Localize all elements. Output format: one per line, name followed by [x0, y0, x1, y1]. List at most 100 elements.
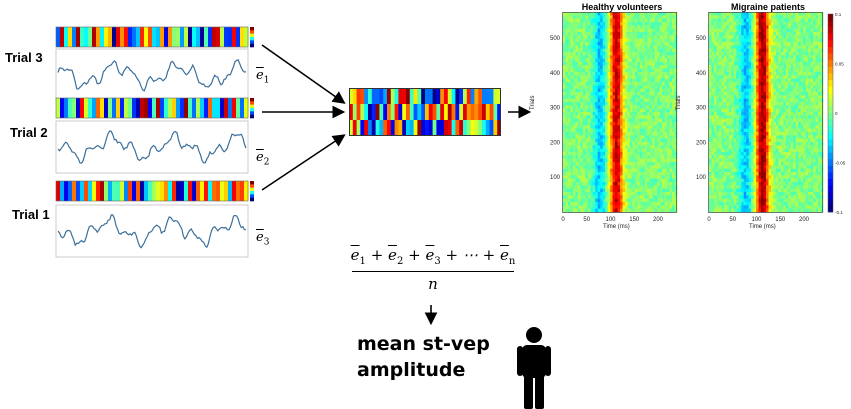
heatmap-cell — [615, 45, 618, 50]
heatmap-cell — [778, 108, 782, 113]
heatmap-cell — [575, 62, 579, 66]
heatmap-cell — [624, 72, 628, 76]
heatmap-cell — [713, 42, 717, 46]
heatmap-cell — [808, 88, 812, 93]
heatmap-cell — [798, 102, 802, 106]
heatmap-cell — [743, 105, 747, 110]
heatmap-cell — [637, 185, 641, 190]
heatmap-cell — [768, 115, 772, 120]
heatmap-cell — [808, 145, 812, 150]
heatmap-cell — [580, 125, 584, 130]
heatmap-cell — [674, 148, 678, 153]
heatmap-cell — [632, 202, 636, 206]
heatmap-cell — [637, 85, 641, 90]
strip-cell — [184, 27, 189, 47]
heatmap-cell — [664, 22, 668, 26]
heatmap-cell — [565, 75, 569, 80]
stack-cell — [413, 120, 418, 136]
heatmap-cell — [600, 58, 604, 63]
heatmap-cell — [775, 95, 779, 100]
heatmap-cell — [567, 135, 571, 140]
heatmap-cell — [585, 112, 589, 116]
heatmap-cell — [728, 98, 732, 103]
heatmap-cell — [639, 168, 643, 173]
heatmap-cell — [723, 45, 727, 50]
heatmap-cell — [563, 22, 566, 26]
heatmap-cell — [605, 15, 609, 20]
heatmap-cell — [738, 65, 742, 70]
heatmap-cell — [770, 22, 774, 26]
heatmap-cell — [582, 55, 586, 60]
heatmap-cell — [652, 165, 656, 170]
heatmap-cell — [585, 178, 589, 183]
heatmap-cell — [820, 115, 824, 120]
heatmap-cell — [580, 28, 584, 33]
heatmap-cell — [565, 145, 569, 150]
heatmap-cell — [778, 72, 782, 76]
heatmap-cell — [770, 25, 774, 30]
heatmap-cell — [585, 42, 589, 46]
heatmap-cell — [758, 42, 762, 46]
heatmap-cell — [649, 115, 653, 120]
heatmap-cell — [674, 88, 678, 93]
heatmap-cell — [813, 98, 816, 103]
heatmap-cell — [654, 185, 658, 190]
heatmap-cell — [580, 22, 584, 26]
heatmap-cell — [615, 135, 618, 140]
heatmap-cell — [612, 118, 616, 123]
heatmap-cell — [622, 158, 626, 163]
heatmap-cell — [756, 92, 759, 96]
heatmap-cell — [567, 165, 571, 170]
heatmap-cell — [669, 135, 673, 140]
heatmap-cell — [647, 58, 651, 63]
heatmap-cell — [567, 82, 571, 86]
heatmap-cell — [778, 15, 782, 20]
heatmap-cell — [624, 32, 628, 36]
heatmap-cell — [587, 205, 591, 210]
heatmap-cell — [711, 148, 715, 153]
heatmap-cell — [743, 135, 747, 140]
heatmap-cell — [572, 112, 576, 116]
heatmap-cell — [723, 75, 727, 80]
heatmap-cell — [726, 25, 730, 30]
heatmap-cell — [607, 85, 611, 90]
heatmap-cell — [662, 165, 666, 170]
heatmap-cell — [572, 92, 576, 96]
heatmap-cell — [570, 28, 574, 33]
heatmap-cell — [733, 112, 737, 116]
stack-cell — [474, 120, 479, 136]
heatmap-cell — [654, 82, 658, 86]
heatmap-cell — [622, 15, 626, 20]
heatmap-cell — [602, 92, 606, 96]
heatmap-cell — [738, 115, 742, 120]
heatmap-cell — [637, 68, 641, 73]
heatmap-cell — [590, 135, 594, 140]
heatmap-cell — [748, 122, 752, 126]
heatmap-cell — [748, 78, 752, 83]
heatmap-cell — [572, 65, 576, 70]
heatmap-cell — [563, 28, 566, 33]
heatmap-cell — [818, 12, 821, 16]
heatmap-cell — [813, 35, 816, 40]
heatmap-cell — [605, 158, 609, 163]
heatmap-cell — [634, 32, 638, 36]
heatmap-cell — [726, 88, 730, 93]
heatmap-cell — [778, 135, 782, 140]
heatmap-cell — [629, 75, 633, 80]
heatmap-cell — [820, 132, 824, 136]
heatmap-cell — [766, 55, 769, 60]
heatmap-cell — [674, 12, 678, 16]
heatmap-cell — [605, 12, 609, 16]
heatmap-cell — [713, 52, 717, 56]
heatmap-cell — [639, 82, 643, 86]
heatmap-cell — [773, 32, 777, 36]
heatmap-cell — [570, 142, 574, 146]
heatmap-cell — [637, 152, 641, 156]
heatmap-cell — [736, 42, 740, 46]
heatmap-cell — [629, 18, 633, 23]
heatmap-cell — [652, 25, 656, 30]
heatmap-cell — [629, 202, 633, 206]
heatmap-cell — [580, 115, 584, 120]
heatmap-cell — [610, 65, 613, 70]
heatmap-cell — [669, 202, 673, 206]
